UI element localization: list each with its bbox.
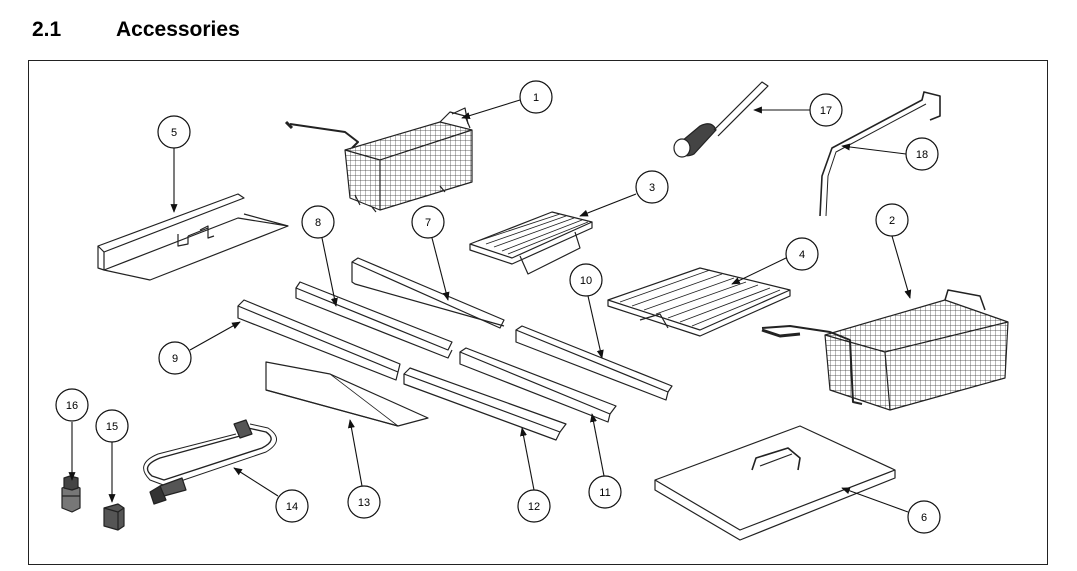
basket-support-rack-small bbox=[469, 211, 593, 275]
callout-8: 8 bbox=[301, 205, 335, 239]
callout-16: 16 bbox=[55, 388, 89, 422]
fryer-cover bbox=[654, 425, 896, 541]
callout-12: 12 bbox=[517, 489, 551, 523]
fry-basket-small bbox=[284, 107, 473, 213]
gas-fitting bbox=[103, 503, 125, 531]
splash-strip-10 bbox=[515, 325, 673, 401]
callout-8-label: 8 bbox=[315, 217, 321, 229]
section-number: 2.1 bbox=[32, 18, 62, 41]
callout-15: 15 bbox=[95, 409, 129, 443]
callout-2: 2 bbox=[875, 203, 909, 237]
splash-strip-7 bbox=[351, 257, 505, 329]
callout-7-label: 7 bbox=[425, 217, 431, 229]
callout-17: 17 bbox=[809, 93, 843, 127]
callout-12-label: 12 bbox=[528, 501, 540, 513]
callout-4: 4 bbox=[785, 237, 819, 271]
splash-strip-12 bbox=[403, 367, 567, 441]
callout-18-label: 18 bbox=[916, 149, 928, 161]
fry-basket-large bbox=[761, 289, 1009, 411]
callout-14: 14 bbox=[275, 489, 309, 523]
callout-leaders bbox=[68, 99, 912, 513]
deflector-plate bbox=[265, 361, 429, 427]
splash-strip-11 bbox=[459, 347, 617, 423]
callout-13-label: 13 bbox=[358, 497, 370, 509]
callout-14-label: 14 bbox=[286, 501, 298, 513]
callout-3: 3 bbox=[635, 170, 669, 204]
callout-11: 11 bbox=[588, 475, 622, 509]
callout-9-label: 9 bbox=[172, 353, 178, 365]
callout-15-label: 15 bbox=[106, 421, 118, 433]
callout-5-label: 5 bbox=[171, 127, 177, 139]
lifting-hook bbox=[819, 91, 941, 217]
cleaning-brush bbox=[673, 81, 769, 158]
callout-2-label: 2 bbox=[889, 215, 895, 227]
basket-support-rack-large bbox=[607, 267, 791, 337]
callout-13: 13 bbox=[347, 485, 381, 519]
callout-1: 1 bbox=[519, 80, 553, 114]
callout-16-label: 16 bbox=[66, 400, 78, 412]
shelf-tray bbox=[97, 193, 289, 281]
callout-11-label: 11 bbox=[599, 487, 610, 499]
splash-strip-8 bbox=[295, 281, 453, 359]
callout-4-label: 4 bbox=[799, 249, 805, 261]
callout-17-label: 17 bbox=[820, 105, 832, 117]
callout-10: 10 bbox=[569, 263, 603, 297]
quick-disconnect bbox=[61, 475, 81, 513]
callout-3-label: 3 bbox=[649, 182, 655, 194]
gas-hose bbox=[143, 419, 277, 505]
splash-strip-9 bbox=[237, 299, 401, 381]
callout-10-label: 10 bbox=[580, 275, 592, 287]
accessories-figure-frame bbox=[28, 60, 1048, 565]
callout-6-label: 6 bbox=[921, 512, 927, 524]
section-title: Accessories bbox=[116, 18, 240, 41]
callout-6: 6 bbox=[907, 500, 941, 534]
callout-9: 9 bbox=[158, 341, 192, 375]
callout-1-label: 1 bbox=[533, 92, 539, 104]
callout-7: 7 bbox=[411, 205, 445, 239]
callout-5: 5 bbox=[157, 115, 191, 149]
callout-18: 18 bbox=[905, 137, 939, 171]
